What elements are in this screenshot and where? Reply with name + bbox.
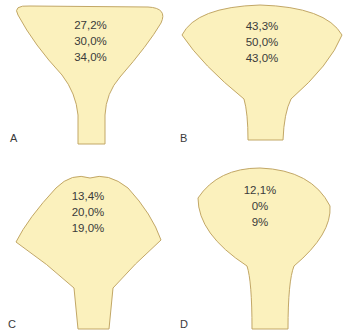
percent-value: 34,0% — [8, 49, 173, 65]
percent-column: 43,3%50,0%43,0% — [178, 18, 346, 66]
percent-value: 43,3% — [178, 18, 346, 34]
percent-value: 30,0% — [8, 33, 173, 49]
percent-value: 13,4% — [12, 188, 164, 204]
panel-letter: A — [10, 132, 17, 144]
bone-outline: 43,3%50,0%43,0% — [178, 3, 346, 141]
percent-value: 27,2% — [8, 17, 173, 33]
bone-outline: 27,2%30,0%34,0% — [8, 3, 173, 145]
panel-letter: D — [180, 318, 188, 330]
bone-outline: 12,1%0%9% — [180, 166, 340, 330]
percent-column: 13,4%20,0%19,0% — [12, 188, 164, 236]
percent-value: 43,0% — [178, 50, 346, 66]
bone-outline: 13,4%20,0%19,0% — [12, 168, 164, 330]
percent-value: 12,1% — [180, 182, 340, 198]
percent-value: 0% — [180, 198, 340, 214]
panel-letter: C — [8, 318, 16, 330]
panel-letter: B — [180, 132, 187, 144]
percent-column: 12,1%0%9% — [180, 182, 340, 230]
percent-value: 50,0% — [178, 34, 346, 50]
percent-value: 20,0% — [12, 204, 164, 220]
percent-value: 19,0% — [12, 220, 164, 236]
percent-column: 27,2%30,0%34,0% — [8, 17, 173, 65]
percent-value: 9% — [180, 214, 340, 230]
